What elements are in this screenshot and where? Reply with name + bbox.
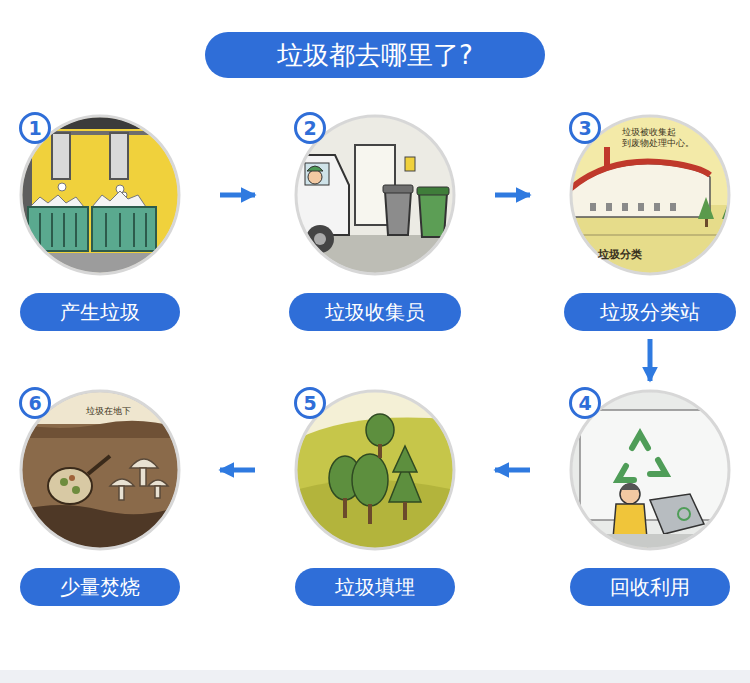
step-number: 1 bbox=[19, 112, 51, 144]
bottom-band bbox=[0, 670, 750, 683]
step-node: 5 垃圾填埋 bbox=[290, 387, 460, 606]
step-label: 垃圾分类站 bbox=[564, 293, 736, 331]
flow-arrow bbox=[495, 468, 530, 473]
step-node: 4 回收利用 bbox=[565, 387, 735, 606]
step-label: 垃圾收集员 bbox=[289, 293, 461, 331]
step-number: 5 bbox=[294, 387, 326, 419]
step-label: 少量焚烧 bbox=[20, 568, 180, 606]
illustration-text: 垃圾被收集起 到废物处理中心。 bbox=[622, 127, 704, 150]
flow-arrow bbox=[220, 193, 255, 198]
step-label: 产生垃圾 bbox=[20, 293, 180, 331]
illustration-text: 垃圾在地下 bbox=[86, 406, 146, 417]
step-number: 6 bbox=[19, 387, 51, 419]
step-number: 2 bbox=[294, 112, 326, 144]
step-label: 垃圾填埋 bbox=[295, 568, 455, 606]
flow-arrow bbox=[495, 193, 530, 198]
step-label: 回收利用 bbox=[570, 568, 730, 606]
step-node: 2 垃圾收集员 bbox=[290, 112, 460, 331]
flow-arrow bbox=[648, 339, 653, 381]
step-number: 3 bbox=[569, 112, 601, 144]
step-node: 1 产生垃圾 bbox=[15, 112, 185, 331]
step-number: 4 bbox=[569, 387, 601, 419]
flow-arrow bbox=[220, 468, 255, 473]
illustration-text: 垃圾分类 bbox=[598, 248, 658, 262]
step-node: 6 少量焚烧 bbox=[15, 387, 185, 606]
title-pill: 垃圾都去哪里了? bbox=[205, 32, 545, 78]
